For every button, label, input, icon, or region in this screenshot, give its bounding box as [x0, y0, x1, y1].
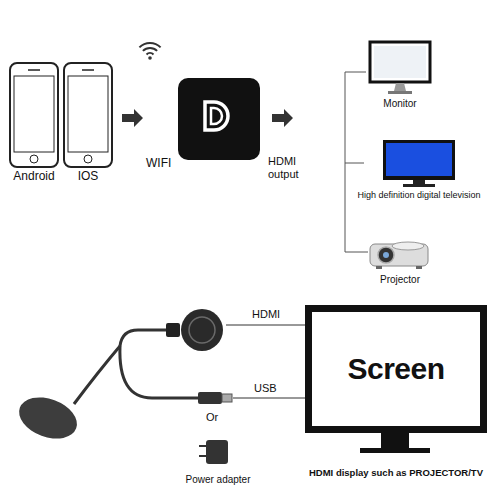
tv-screen — [386, 143, 452, 176]
screen-title: Screen — [347, 352, 444, 387]
stand-base — [360, 448, 430, 453]
device-label: Monitor — [360, 98, 440, 110]
annotation-label: HDMI — [252, 308, 292, 321]
hdmi-dongle — [166, 309, 223, 351]
dongle-cables — [74, 330, 200, 404]
monitor-base — [388, 91, 412, 94]
phone-body — [64, 63, 112, 167]
dongle-ring — [189, 317, 215, 343]
bracket-line — [345, 163, 364, 164]
device-logo — [211, 108, 222, 124]
screen-stand — [360, 432, 430, 453]
cable — [74, 346, 120, 404]
hdmi-line — [226, 325, 305, 326]
monitor-icon — [368, 40, 432, 96]
usb-body — [198, 392, 222, 404]
projector-foot — [376, 266, 382, 269]
phone-speaker — [28, 69, 40, 71]
device-label: High definition digital television — [340, 190, 498, 200]
device-label: Android — [8, 170, 60, 184]
device-logo — [205, 102, 228, 130]
output-bracket — [345, 72, 368, 252]
wifi-antenna — [13, 390, 82, 446]
phone-icon — [9, 62, 59, 168]
phone-button — [84, 155, 92, 163]
hdmi-plug — [166, 323, 180, 337]
device-body — [178, 78, 260, 160]
monitor-device: Monitor — [360, 40, 440, 110]
phone-button — [30, 155, 38, 163]
projector-lens-glass — [383, 252, 389, 258]
receiver-device — [178, 78, 260, 160]
projector-lens — [378, 247, 394, 263]
projector-foot — [416, 266, 422, 269]
tv-base — [403, 184, 435, 187]
adapter-prong — [199, 455, 206, 457]
monitor-screen — [374, 46, 426, 78]
bracket-line — [345, 72, 366, 73]
projector-icon — [368, 232, 432, 272]
projector-device: Projector — [360, 232, 440, 286]
annotation-label: HDMI output — [268, 155, 312, 180]
annotation-label: Power adapter — [176, 474, 260, 486]
display-screen: Screen — [305, 305, 487, 433]
annotation-label: WIFI — [146, 157, 186, 171]
projector-top — [392, 242, 424, 250]
wifi-arc — [143, 48, 157, 51]
phone-screen — [14, 76, 54, 152]
phone-speaker — [82, 69, 94, 71]
monitor-stand — [394, 83, 406, 91]
adapter-body — [206, 440, 228, 464]
device-label: IOS — [62, 170, 114, 184]
cable — [120, 330, 172, 346]
device-label: Projector — [360, 274, 440, 286]
wifi-arc — [147, 53, 154, 54]
phone-device: IOS — [62, 62, 114, 184]
usb-line — [233, 398, 305, 399]
flow-arrow — [272, 109, 293, 127]
usb-plug — [198, 392, 232, 404]
monitor-bezel — [370, 42, 430, 82]
television-device: High definition digital television — [340, 138, 498, 200]
wifi-dot — [148, 56, 152, 60]
annotation-label: Or — [206, 411, 236, 424]
annotation-label: HDMI display such as PROJECTOR/TV — [295, 468, 497, 479]
phone-device: Android — [8, 62, 60, 184]
power-adapter-icon — [199, 440, 228, 464]
phone-body — [10, 63, 58, 167]
tv-icon — [381, 138, 457, 188]
tv-stand — [413, 180, 425, 184]
tv-bezel — [383, 140, 455, 180]
phone-icon — [63, 62, 113, 168]
stand-neck — [381, 432, 409, 449]
bracket-line — [345, 252, 368, 253]
annotation-label: USB — [254, 382, 294, 395]
adapter-prong — [199, 445, 206, 447]
bracket-line — [345, 72, 346, 252]
cable — [120, 346, 200, 398]
dongle-body — [181, 309, 223, 351]
wifi-arc — [139, 43, 160, 47]
wifi-symbol — [139, 43, 160, 60]
flow-arrow — [122, 109, 143, 127]
usb-tip — [222, 394, 232, 402]
phone-screen — [68, 76, 108, 152]
